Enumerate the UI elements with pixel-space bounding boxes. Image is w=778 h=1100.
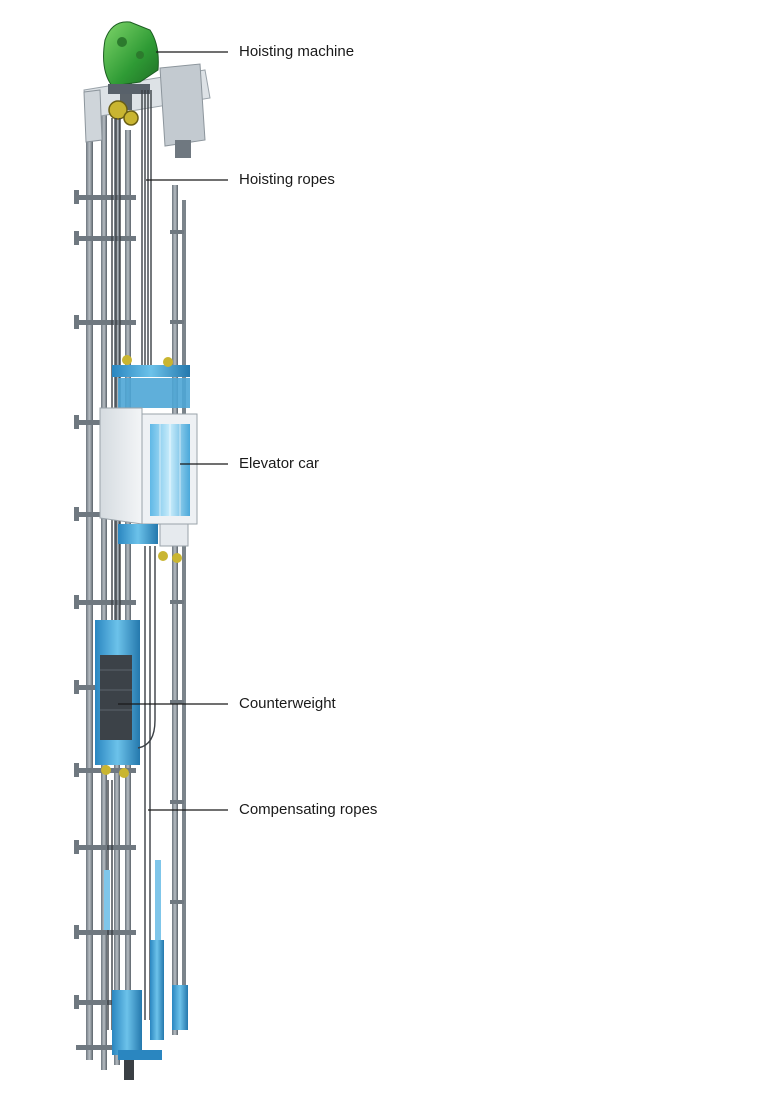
hoisting-machine <box>103 21 159 126</box>
label-elevator-car: Elevator car <box>239 455 320 472</box>
hoisting-ropes <box>111 90 152 650</box>
label-hoisting-ropes: Hoisting ropes <box>239 171 335 188</box>
label-compensating-ropes: Compensating ropes <box>239 801 378 818</box>
label-counterweight: Counterweight <box>239 695 336 712</box>
elevator-car <box>99 355 198 563</box>
counterweight <box>95 620 140 778</box>
label-hoisting-machine: Hoisting machine <box>239 43 355 60</box>
leader-lines <box>118 51 228 811</box>
pit-buffers <box>104 860 188 1080</box>
